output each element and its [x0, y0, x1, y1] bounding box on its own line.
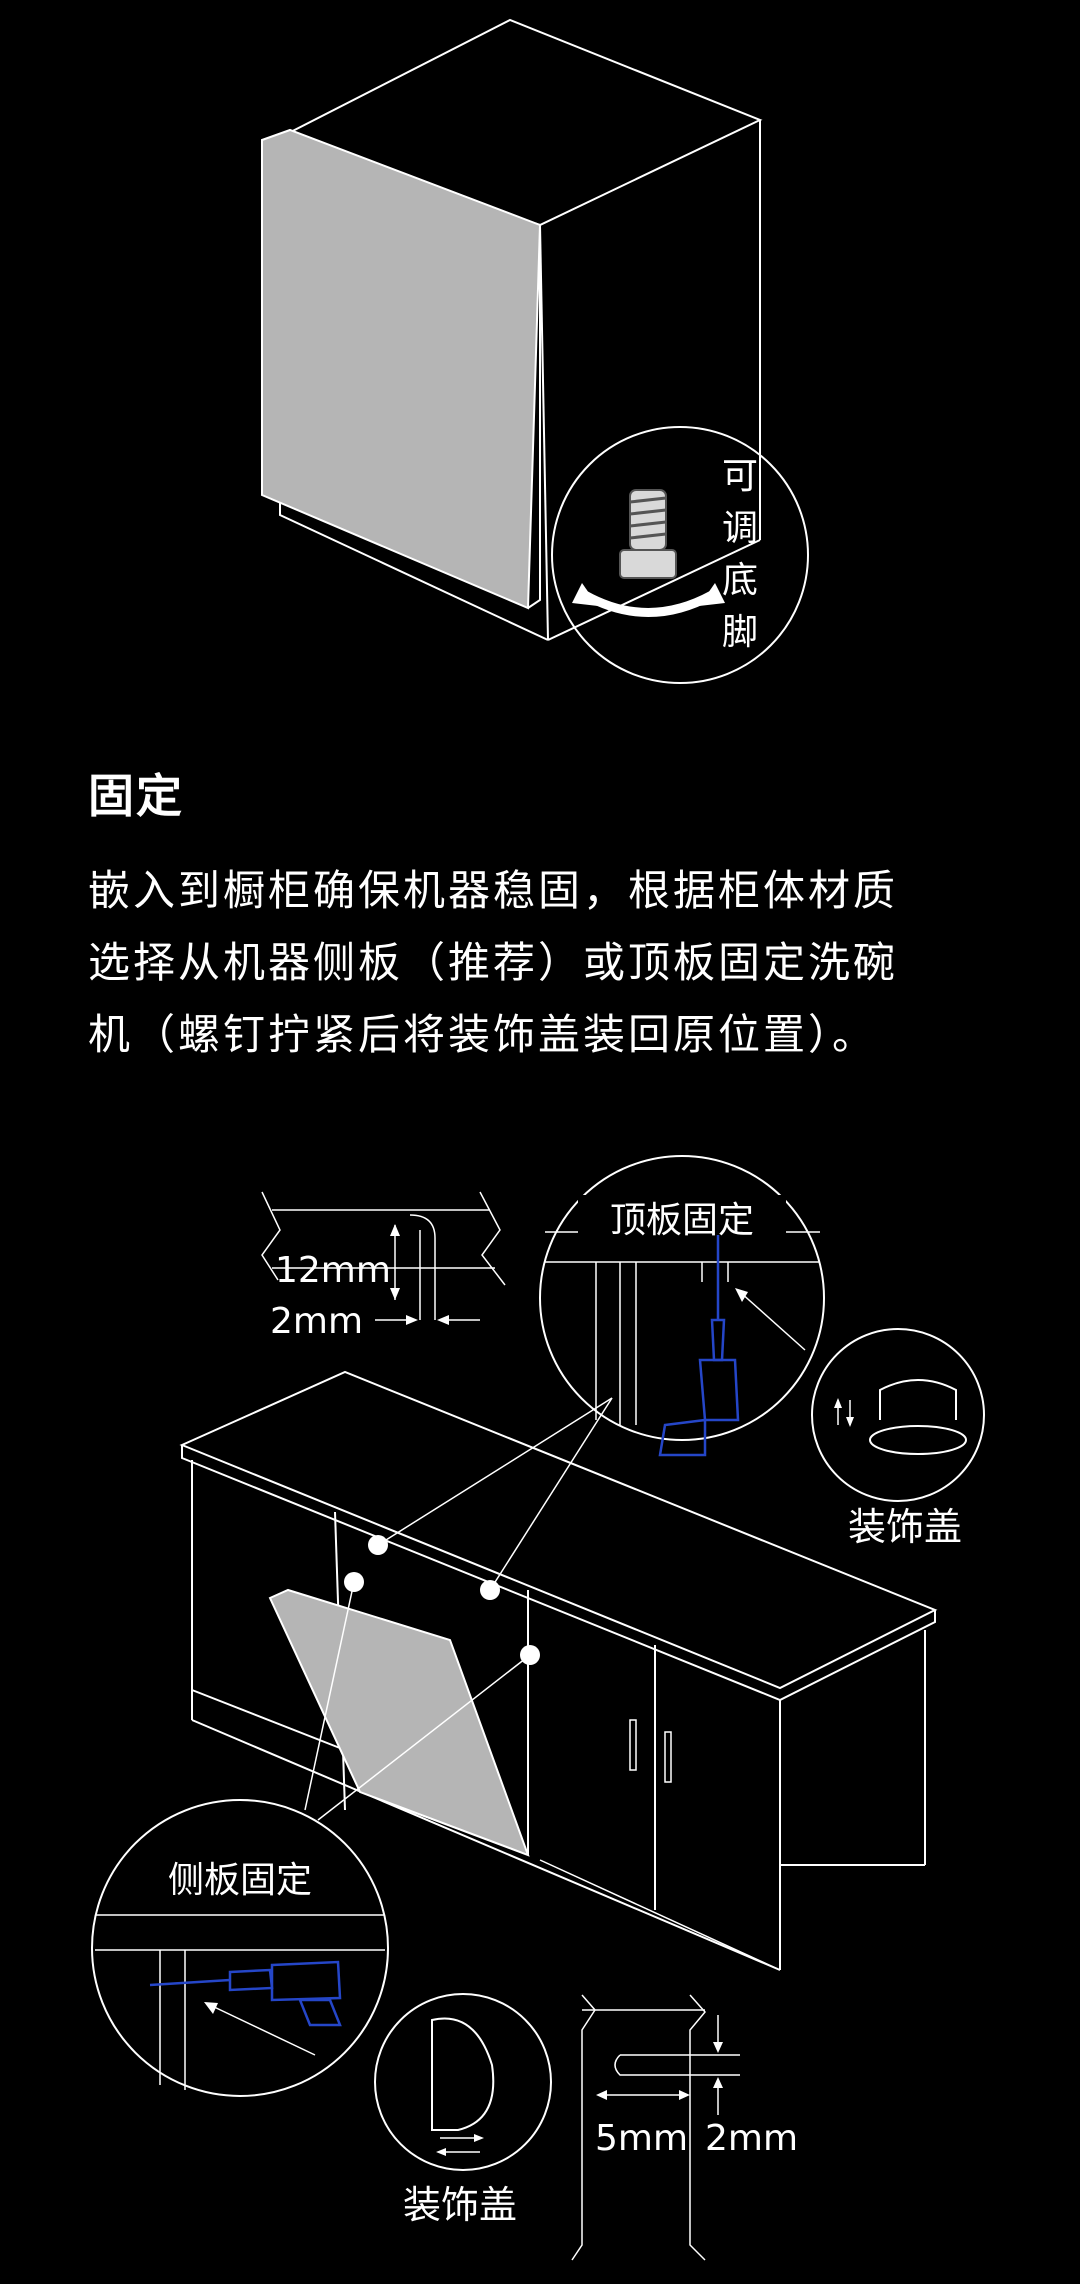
rotate-arrow-icon — [582, 591, 715, 617]
fix-point-4 — [520, 1645, 540, 1665]
cover-label-left: 装饰盖 — [403, 2183, 517, 2227]
dim-12mm-label: 12mm — [275, 1250, 391, 1291]
body-line-1: 嵌入到橱柜确保机器稳固，根据柜体材质 — [88, 866, 899, 915]
side-dimension-detail: 5mm 2mm — [571, 1994, 798, 2261]
foot-label-3: 底 — [722, 560, 758, 601]
dim-2mm-top-label: 2mm — [270, 1301, 363, 1342]
fixing-methods-illustration: 12mm 2mm 顶板固定 装饰盖 — [91, 1155, 985, 2261]
top-fix-label: 顶板固定 — [610, 1200, 754, 1241]
dishwasher-door-panel — [261, 128, 542, 610]
body-line-2: 选择从机器侧板（推荐）或顶板固定洗碗 — [88, 938, 899, 987]
cabinet-bottom-edge — [547, 539, 761, 641]
dishwasher-door-panel-bottom — [268, 1588, 530, 1857]
top-diagram: 可 调 底 脚 — [0, 0, 1080, 720]
top-fix-detail: 顶板固定 — [539, 1155, 825, 1457]
plinth-left — [279, 500, 549, 641]
kitchen-cabinet — [179, 1370, 938, 1971]
instruction-section: 固定 嵌入到橱柜确保机器稳固，根据柜体材质 选择从机器侧板（推荐）或顶板固定洗碗… — [0, 720, 1080, 1120]
foot-label-1: 可 — [722, 456, 758, 497]
bottom-diagram: 12mm 2mm 顶板固定 装饰盖 — [0, 1120, 1080, 2284]
cover-cap-left: 装饰盖 — [374, 1993, 552, 2227]
section-body: 嵌入到橱柜确保机器稳固，根据柜体材质 选择从机器侧板（推荐）或顶板固定洗碗 机（… — [88, 855, 1008, 1071]
cover-cap-right: 装饰盖 — [811, 1328, 985, 1549]
cabinet-front-edge — [539, 224, 549, 641]
foot-detail-circle — [551, 426, 809, 684]
dim-5mm-label: 5mm — [595, 2118, 688, 2159]
adjustable-foot-icon — [619, 489, 677, 579]
top-dimension-detail: 12mm 2mm — [261, 1191, 506, 1342]
body-line-3: 机（螺钉拧紧后将装饰盖装回原位置）。 — [88, 1010, 878, 1059]
dim-2mm-side-label: 2mm — [705, 2118, 798, 2159]
fixing-points — [304, 1397, 613, 1821]
cover-label-right: 装饰盖 — [848, 1505, 962, 1549]
side-fix-label: 侧板固定 — [168, 1860, 312, 1901]
foot-label-4: 脚 — [722, 612, 758, 653]
drill-icon-top — [658, 1235, 740, 1457]
drill-icon-side — [149, 1960, 342, 2027]
dishwasher-installed-illustration: 可 调 底 脚 — [261, 18, 809, 684]
side-fix-detail: 侧板固定 — [91, 1799, 389, 2097]
fix-point-1 — [368, 1535, 388, 1555]
fix-point-2 — [344, 1572, 364, 1592]
door-side-edge — [527, 225, 541, 609]
foot-label-2: 调 — [722, 508, 758, 549]
fix-point-3 — [480, 1580, 500, 1600]
section-heading: 固定 — [88, 769, 184, 823]
